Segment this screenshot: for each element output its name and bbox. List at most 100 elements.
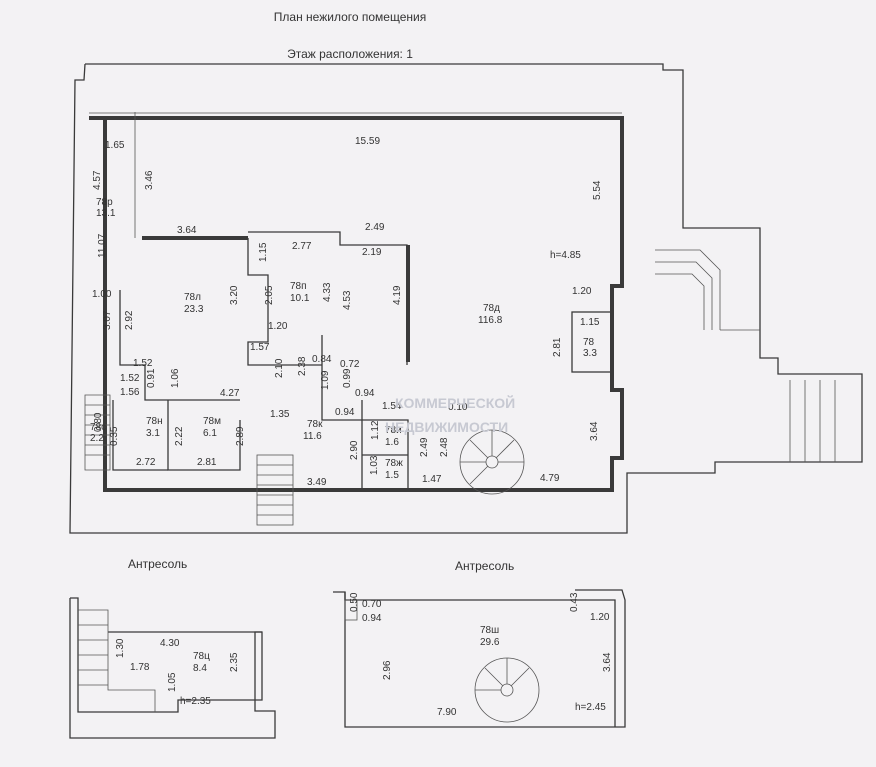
dim-label: 2.72 bbox=[136, 457, 156, 468]
room-height: h=4.85 bbox=[550, 250, 581, 261]
dim-label: 2.89 bbox=[235, 426, 246, 446]
dim-label: 1.56 bbox=[120, 387, 140, 398]
dim-label: 0.94 bbox=[335, 407, 355, 418]
watermark-line2: НЕДВИЖИМОСТИ bbox=[385, 419, 508, 435]
right-steps bbox=[655, 249, 836, 462]
dim-label: 1.20 bbox=[572, 286, 592, 297]
room-area: 8.4 bbox=[193, 663, 207, 674]
dim-label: 2.96 bbox=[382, 660, 393, 680]
room-area: 116.8 bbox=[478, 315, 503, 326]
dim-label: 0.94 bbox=[355, 388, 375, 399]
room-area: 1.5 bbox=[385, 470, 399, 481]
dim-label: 0.50 bbox=[349, 592, 360, 612]
dim-label: 2.35 bbox=[229, 652, 240, 672]
dim-label: 0.72 bbox=[340, 359, 360, 370]
dim-label: 4.33 bbox=[322, 282, 333, 302]
room-code: 78к bbox=[307, 419, 323, 430]
room-area: 6.1 bbox=[203, 428, 217, 439]
partition-9 bbox=[167, 400, 241, 471]
dim-label: 1.03 bbox=[369, 455, 380, 475]
dim-label: 1.20 bbox=[268, 321, 288, 332]
room-area: 3.3 bbox=[583, 348, 597, 359]
dim-label: 0.43 bbox=[569, 592, 580, 612]
room-code: 78л bbox=[184, 292, 201, 303]
dim-label: 2.10 bbox=[274, 358, 285, 378]
dim-label: 3.20 bbox=[229, 285, 240, 305]
mezzanine-right: Антресоль 0.50 0.70 0.94 0.43 1.20 2.96 … bbox=[333, 559, 626, 728]
partition-5 bbox=[119, 290, 240, 401]
room-labels: 78р 13.1 78л 23.3 78п 10.1 78д 116.8 78 … bbox=[90, 197, 597, 481]
room-area: 1.6 bbox=[385, 437, 399, 448]
mezzanine-right-title: Антресоль bbox=[455, 559, 514, 573]
dim-label: 1.00 bbox=[92, 289, 112, 300]
dim-label: 1.78 bbox=[130, 662, 150, 673]
room-height: h=2.35 bbox=[180, 696, 211, 707]
main-room-wall bbox=[89, 116, 624, 492]
watermark-line1: КОММЕРЧЕСКОЙ bbox=[395, 394, 515, 411]
dim-label: 5.54 bbox=[592, 180, 603, 200]
room-78-box bbox=[571, 311, 613, 373]
room-code: 78р bbox=[96, 197, 113, 208]
dim-label: 0.80 bbox=[93, 412, 104, 432]
partition-10 bbox=[112, 400, 168, 471]
dim-label: 1.15 bbox=[580, 317, 600, 328]
dim-label: 1.09 bbox=[320, 370, 331, 390]
dim-label: 1.35 bbox=[270, 409, 290, 420]
dim-label: 4.79 bbox=[540, 473, 560, 484]
dim-label: 4.27 bbox=[220, 388, 240, 399]
stair-left bbox=[84, 394, 111, 471]
dim-label: 4.19 bbox=[392, 285, 403, 305]
partition-2 bbox=[247, 238, 322, 366]
dim-label: 2.81 bbox=[197, 457, 217, 468]
dim-label: 1.06 bbox=[170, 368, 181, 388]
dim-label: 2.81 bbox=[552, 337, 563, 357]
room-code: 78ц bbox=[193, 651, 210, 662]
room-code: 78д bbox=[483, 303, 500, 314]
dim-label: 1.52 bbox=[133, 358, 153, 369]
room-code: 78и bbox=[385, 425, 402, 436]
room-area: 29.6 bbox=[480, 637, 500, 648]
dim-label: 0.99 bbox=[342, 368, 353, 388]
dim-label: 15.59 bbox=[355, 136, 380, 147]
mezzanine-left-title: Антресоль bbox=[128, 557, 187, 571]
dim-label: 3.46 bbox=[144, 170, 155, 190]
dim-label: 0.10 bbox=[448, 402, 468, 413]
dim-label: 7.90 bbox=[437, 707, 457, 718]
room-area: 10.1 bbox=[290, 293, 310, 304]
dim-label: 11.07 bbox=[97, 233, 108, 258]
outer-envelope bbox=[69, 63, 863, 534]
room-code: 78 bbox=[583, 337, 595, 348]
room-area: 11.6 bbox=[303, 431, 322, 442]
dim-label: 1.20 bbox=[590, 612, 610, 623]
room-code: 78ш bbox=[480, 625, 499, 636]
main-dimensions: 1.65 15.59 4.57 3.46 11.07 3.64 2.49 2.7… bbox=[92, 136, 603, 488]
dim-label: 3.64 bbox=[177, 225, 197, 236]
dim-label: 3.07 bbox=[102, 310, 113, 330]
stair-entrance bbox=[256, 454, 294, 526]
dim-label: 2.38 bbox=[297, 356, 308, 376]
dim-label: 1.15 bbox=[258, 242, 269, 262]
dim-label: 1.47 bbox=[422, 474, 442, 485]
dim-label: 1.30 bbox=[115, 638, 126, 658]
room-area: 13.1 bbox=[96, 208, 116, 219]
dim-label: 2.90 bbox=[349, 440, 360, 460]
dim-label: 0.35 bbox=[109, 426, 120, 446]
dim-label: 0.84 bbox=[312, 354, 332, 365]
dim-label: 3.64 bbox=[602, 652, 613, 672]
mezzanine-left: Антресоль 1.30 4.30 1.78 1.05 2.35 78ц 8… bbox=[69, 557, 276, 739]
dim-label: 4.53 bbox=[342, 290, 353, 310]
dim-label: 1.12 bbox=[370, 420, 381, 440]
dim-label: 4.30 bbox=[160, 638, 180, 649]
room-area: 2.2 bbox=[90, 433, 104, 444]
room-area: 23.3 bbox=[184, 304, 204, 315]
room-area: 3.1 bbox=[146, 428, 160, 439]
dim-label: 2.77 bbox=[292, 241, 312, 252]
spiral-stair bbox=[459, 429, 525, 495]
room-code: 78п bbox=[290, 281, 307, 292]
floor-label: Этаж расположения: 1 bbox=[287, 47, 413, 61]
room-code: 78м bbox=[203, 416, 221, 427]
dim-label: 1.52 bbox=[120, 373, 140, 384]
dim-label: 1.54 bbox=[382, 401, 402, 412]
dim-label: 2.22 bbox=[174, 426, 185, 446]
